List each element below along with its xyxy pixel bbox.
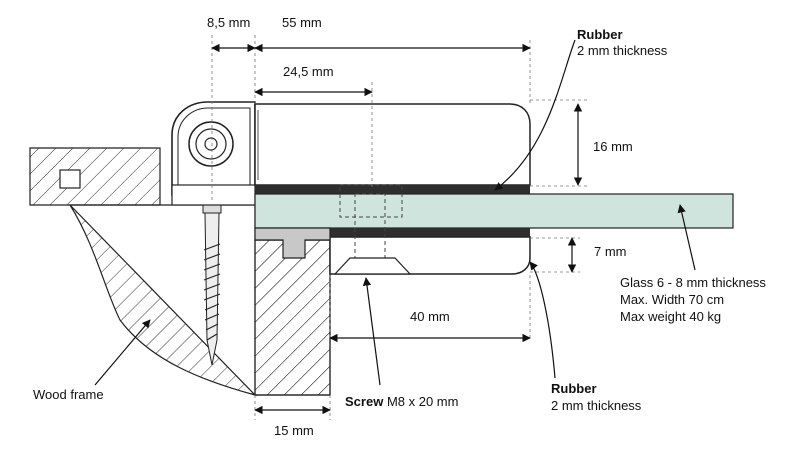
rubber-bottom-title: Rubber bbox=[551, 381, 597, 396]
dim-55-label: 55 mm bbox=[282, 15, 322, 30]
screw-label: Screw M8 x 20 mm bbox=[345, 394, 458, 410]
guide-lines bbox=[211, 35, 590, 420]
glass-spec-line2: Max. Width 70 cm bbox=[620, 292, 725, 307]
glass-spec-line1: Glass 6 - 8 mm thickness bbox=[620, 275, 766, 290]
rubber-top bbox=[255, 185, 530, 194]
wood-frame-label: Wood frame bbox=[33, 387, 104, 402]
dim-24-5-label: 24,5 mm bbox=[283, 64, 334, 79]
support-plate bbox=[254, 227, 331, 259]
wood-screw bbox=[202, 204, 222, 366]
wood-frame bbox=[29, 147, 331, 397]
dim-7-label: 7 mm bbox=[594, 244, 627, 259]
screw-title: Screw bbox=[345, 394, 384, 409]
rubber-top-title: Rubber bbox=[577, 27, 623, 42]
screw-detail: M8 x 20 mm bbox=[386, 394, 459, 409]
glass-panel bbox=[254, 193, 734, 229]
rubber-bottom bbox=[330, 228, 530, 237]
clamp-top-block bbox=[254, 103, 531, 186]
dimension-arrows bbox=[211, 43, 583, 415]
rubber-top-detail: 2 mm thickness bbox=[577, 43, 668, 58]
dim-40-label: 40 mm bbox=[410, 309, 450, 324]
leader-lines bbox=[94, 39, 696, 386]
dim-8-5-label: 8,5 mm bbox=[207, 15, 251, 30]
dim-15-label: 15 mm bbox=[274, 423, 314, 438]
clamp-bolt bbox=[333, 184, 412, 275]
glass-spec-line3: Max weight 40 kg bbox=[620, 309, 722, 324]
hinge-knuckle bbox=[171, 101, 256, 206]
dim-16-label: 16 mm bbox=[593, 139, 633, 154]
rubber-bottom-detail: 2 mm thickness bbox=[551, 398, 642, 413]
